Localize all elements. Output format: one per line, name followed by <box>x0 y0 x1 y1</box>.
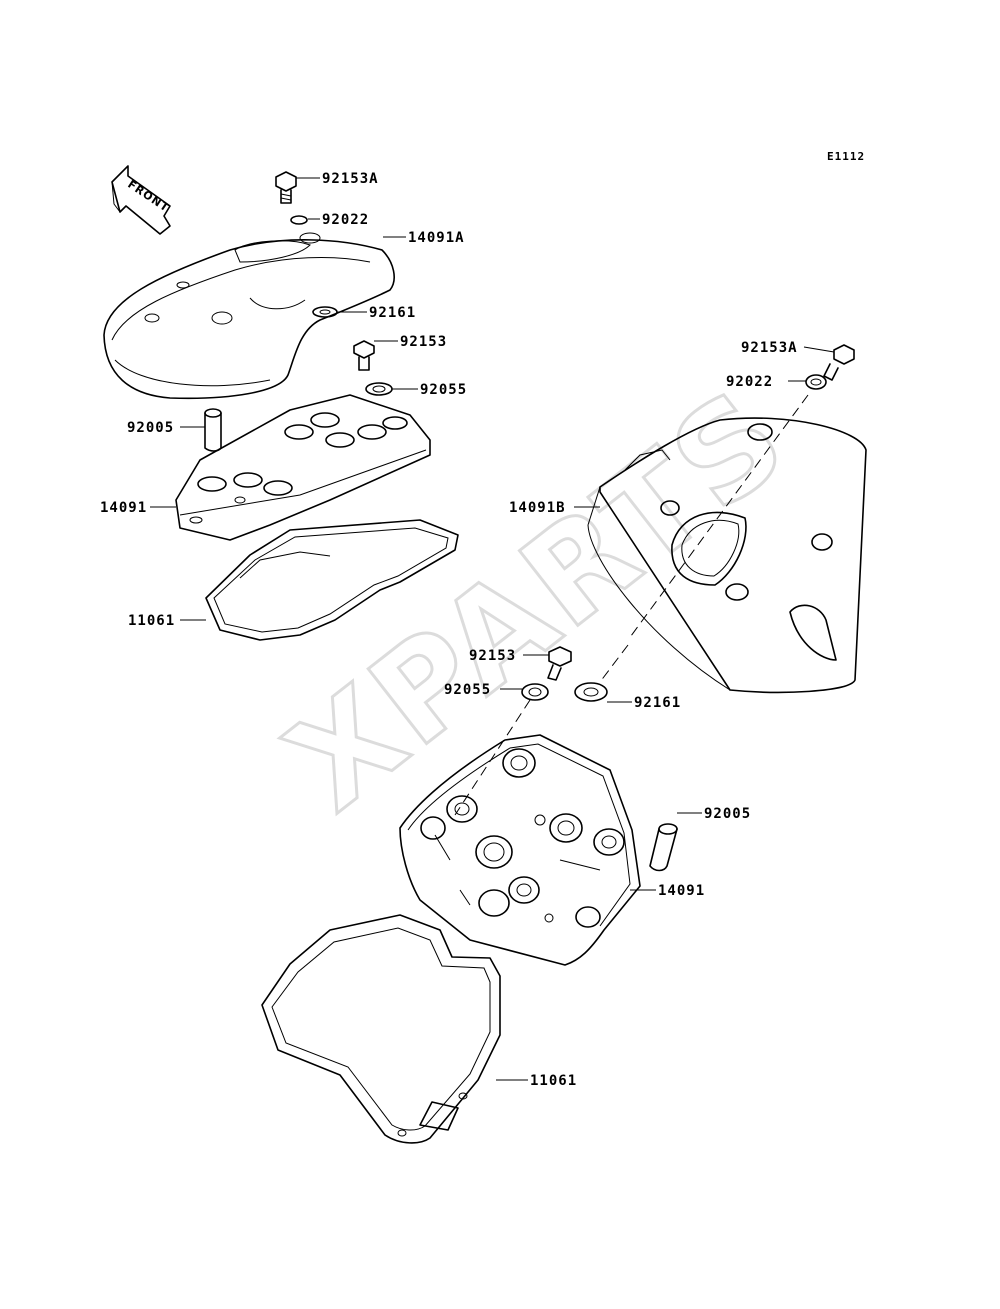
label-top-gasket: 11061 <box>128 613 175 629</box>
label-right-seal: 92055 <box>444 682 491 698</box>
label-top-seal: 92055 <box>420 382 467 398</box>
dowel-icon <box>204 408 222 452</box>
head-cover <box>175 394 431 541</box>
label-right-bolt: 92153 <box>469 648 516 664</box>
label-right-gasket: 11061 <box>530 1073 577 1089</box>
label-right-cover-b: 14091B <box>509 500 566 516</box>
label-right-dowel: 92005 <box>704 806 751 822</box>
bolt-icon <box>275 171 297 204</box>
diagram-code: E1112 <box>827 150 865 163</box>
label-right-washer: 92022 <box>726 374 773 390</box>
cylinder-cover-a <box>103 232 395 400</box>
dowel-icon <box>649 823 678 872</box>
seal-icon <box>365 382 393 396</box>
label-top-grommet: 92161 <box>369 305 416 321</box>
label-top-bolt-a: 92153A <box>322 171 379 187</box>
label-top-head-cover: 14091 <box>100 500 147 516</box>
grommet-icon <box>312 306 338 318</box>
label-right-bolt-a: 92153A <box>741 340 798 356</box>
label-right-head-cover: 14091 <box>658 883 705 899</box>
label-top-bolt: 92153 <box>400 334 447 350</box>
label-top-dowel: 92005 <box>127 420 174 436</box>
front-arrow: FRONT <box>111 165 172 235</box>
washer-icon <box>805 374 827 390</box>
gasket <box>261 914 501 1144</box>
label-top-cover-a: 14091A <box>408 230 465 246</box>
grommet-icon <box>574 682 608 702</box>
gasket <box>205 519 459 641</box>
label-top-washer: 92022 <box>322 212 369 228</box>
bolt-icon <box>353 340 375 371</box>
front-label: FRONT <box>125 178 171 215</box>
head-cover <box>399 734 641 966</box>
label-right-grommet: 92161 <box>634 695 681 711</box>
bolt-icon <box>547 646 572 681</box>
washer-icon <box>290 215 308 225</box>
cylinder-cover-b <box>587 417 867 694</box>
bolt-icon <box>823 344 855 381</box>
seal-icon <box>521 683 549 701</box>
